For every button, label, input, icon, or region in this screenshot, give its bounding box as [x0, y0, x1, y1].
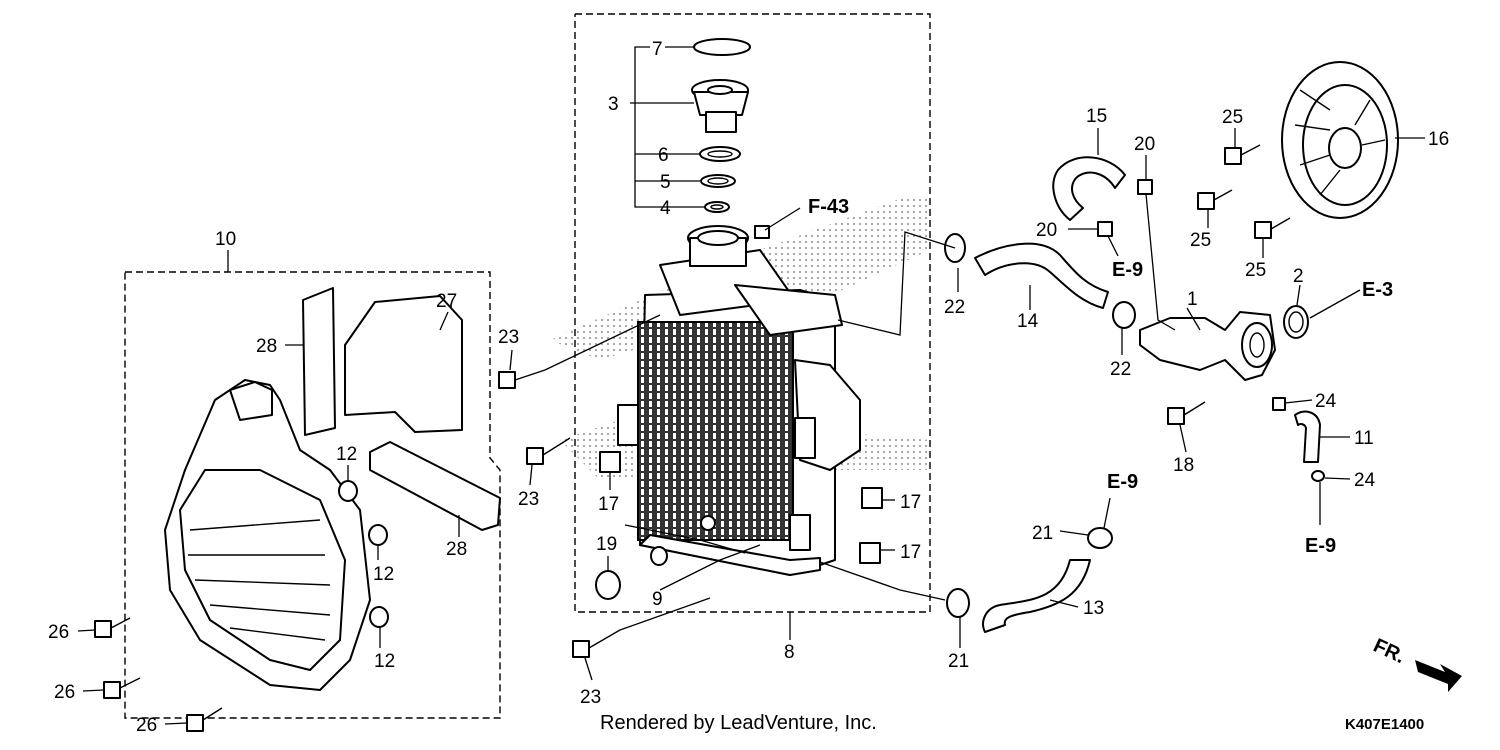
hose-14: [974, 242, 1109, 309]
radiator: [617, 249, 861, 576]
callout-18: 18: [1173, 455, 1194, 476]
callout-23c: 23: [580, 687, 601, 708]
cooling-fan: [1281, 61, 1399, 219]
callout-17b: 17: [900, 492, 921, 513]
callout-8: 8: [784, 642, 795, 663]
callout-17c: 17: [900, 542, 921, 563]
callout-25b: 25: [1190, 230, 1211, 251]
diagram-code: K407E1400: [1345, 716, 1425, 733]
callout-21b: 21: [948, 651, 969, 672]
callout-1: 1: [1187, 289, 1198, 310]
callout-26: 26: [48, 622, 69, 643]
hose-15: [1052, 156, 1126, 221]
radiator-assembly-frame: [574, 13, 931, 613]
callout-2: 2: [1293, 266, 1304, 287]
ref-e9-right: E-9: [1305, 535, 1336, 557]
callout-14: 14: [1017, 311, 1039, 332]
cap-seals: [699, 146, 741, 213]
callout-22b: 22: [1110, 359, 1131, 380]
callout-25: 25: [1222, 107, 1243, 128]
callout-19: 19: [596, 534, 617, 555]
callout-13: 13: [1083, 598, 1104, 619]
ref-e3: E-3: [1362, 279, 1393, 301]
shroud-foam-pieces: [302, 287, 501, 531]
ref-e9-mid: E-9: [1107, 471, 1138, 493]
credit-line: Rendered by LeadVenture, Inc.: [600, 712, 877, 734]
callout-labels: 10 28 27 28 12 12 12 26 26 26 23 23 23 1…: [48, 39, 1449, 736]
callout-24b: 24: [1354, 470, 1376, 491]
callout-11: 11: [1354, 428, 1374, 449]
callout-27: 27: [436, 291, 457, 312]
callout-20: 20: [1134, 134, 1155, 155]
callout-25c: 25: [1245, 260, 1266, 281]
radiator-cap: [691, 38, 751, 133]
callout-12b: 12: [373, 564, 394, 585]
callout-22: 22: [944, 297, 965, 318]
callout-9: 9: [652, 589, 663, 610]
nuts-and-grommets: [338, 451, 883, 628]
front-direction-arrow: [1415, 660, 1462, 692]
callout-21: 21: [1032, 523, 1053, 544]
hose-11: [1294, 410, 1321, 463]
ref-f43: F-43: [808, 196, 849, 218]
radiator-shroud: [164, 379, 371, 691]
callout-26c: 26: [136, 715, 157, 736]
callout-5: 5: [660, 172, 671, 193]
callout-7: 7: [652, 39, 663, 60]
callout-20b: 20: [1036, 220, 1057, 241]
leader-lines: [77, 128, 1425, 725]
callout-16: 16: [1428, 129, 1449, 150]
callout-17: 17: [598, 494, 619, 515]
callout-23: 23: [498, 327, 519, 348]
callout-12: 12: [336, 444, 357, 465]
water-pipe: [1139, 311, 1276, 381]
callout-12c: 12: [374, 651, 395, 672]
hose-13: [982, 559, 1091, 633]
callout-10: 10: [215, 229, 236, 250]
callout-26b: 26: [54, 682, 75, 703]
clamps: [944, 179, 1325, 618]
callout-15: 15: [1086, 106, 1107, 127]
callout-4: 4: [660, 198, 671, 219]
callout-28: 28: [256, 336, 277, 357]
callout-28b: 28: [446, 539, 467, 560]
callout-3: 3: [608, 94, 619, 115]
callout-6: 6: [658, 145, 669, 166]
o-ring-2: [1283, 305, 1309, 339]
filler-neck: [687, 225, 770, 267]
callout-23b: 23: [518, 489, 539, 510]
front-label: FR.: [1370, 635, 1408, 669]
shroud-assembly-frame: [124, 271, 501, 719]
callout-24: 24: [1315, 391, 1337, 412]
ref-e9-top: E-9: [1112, 259, 1143, 281]
